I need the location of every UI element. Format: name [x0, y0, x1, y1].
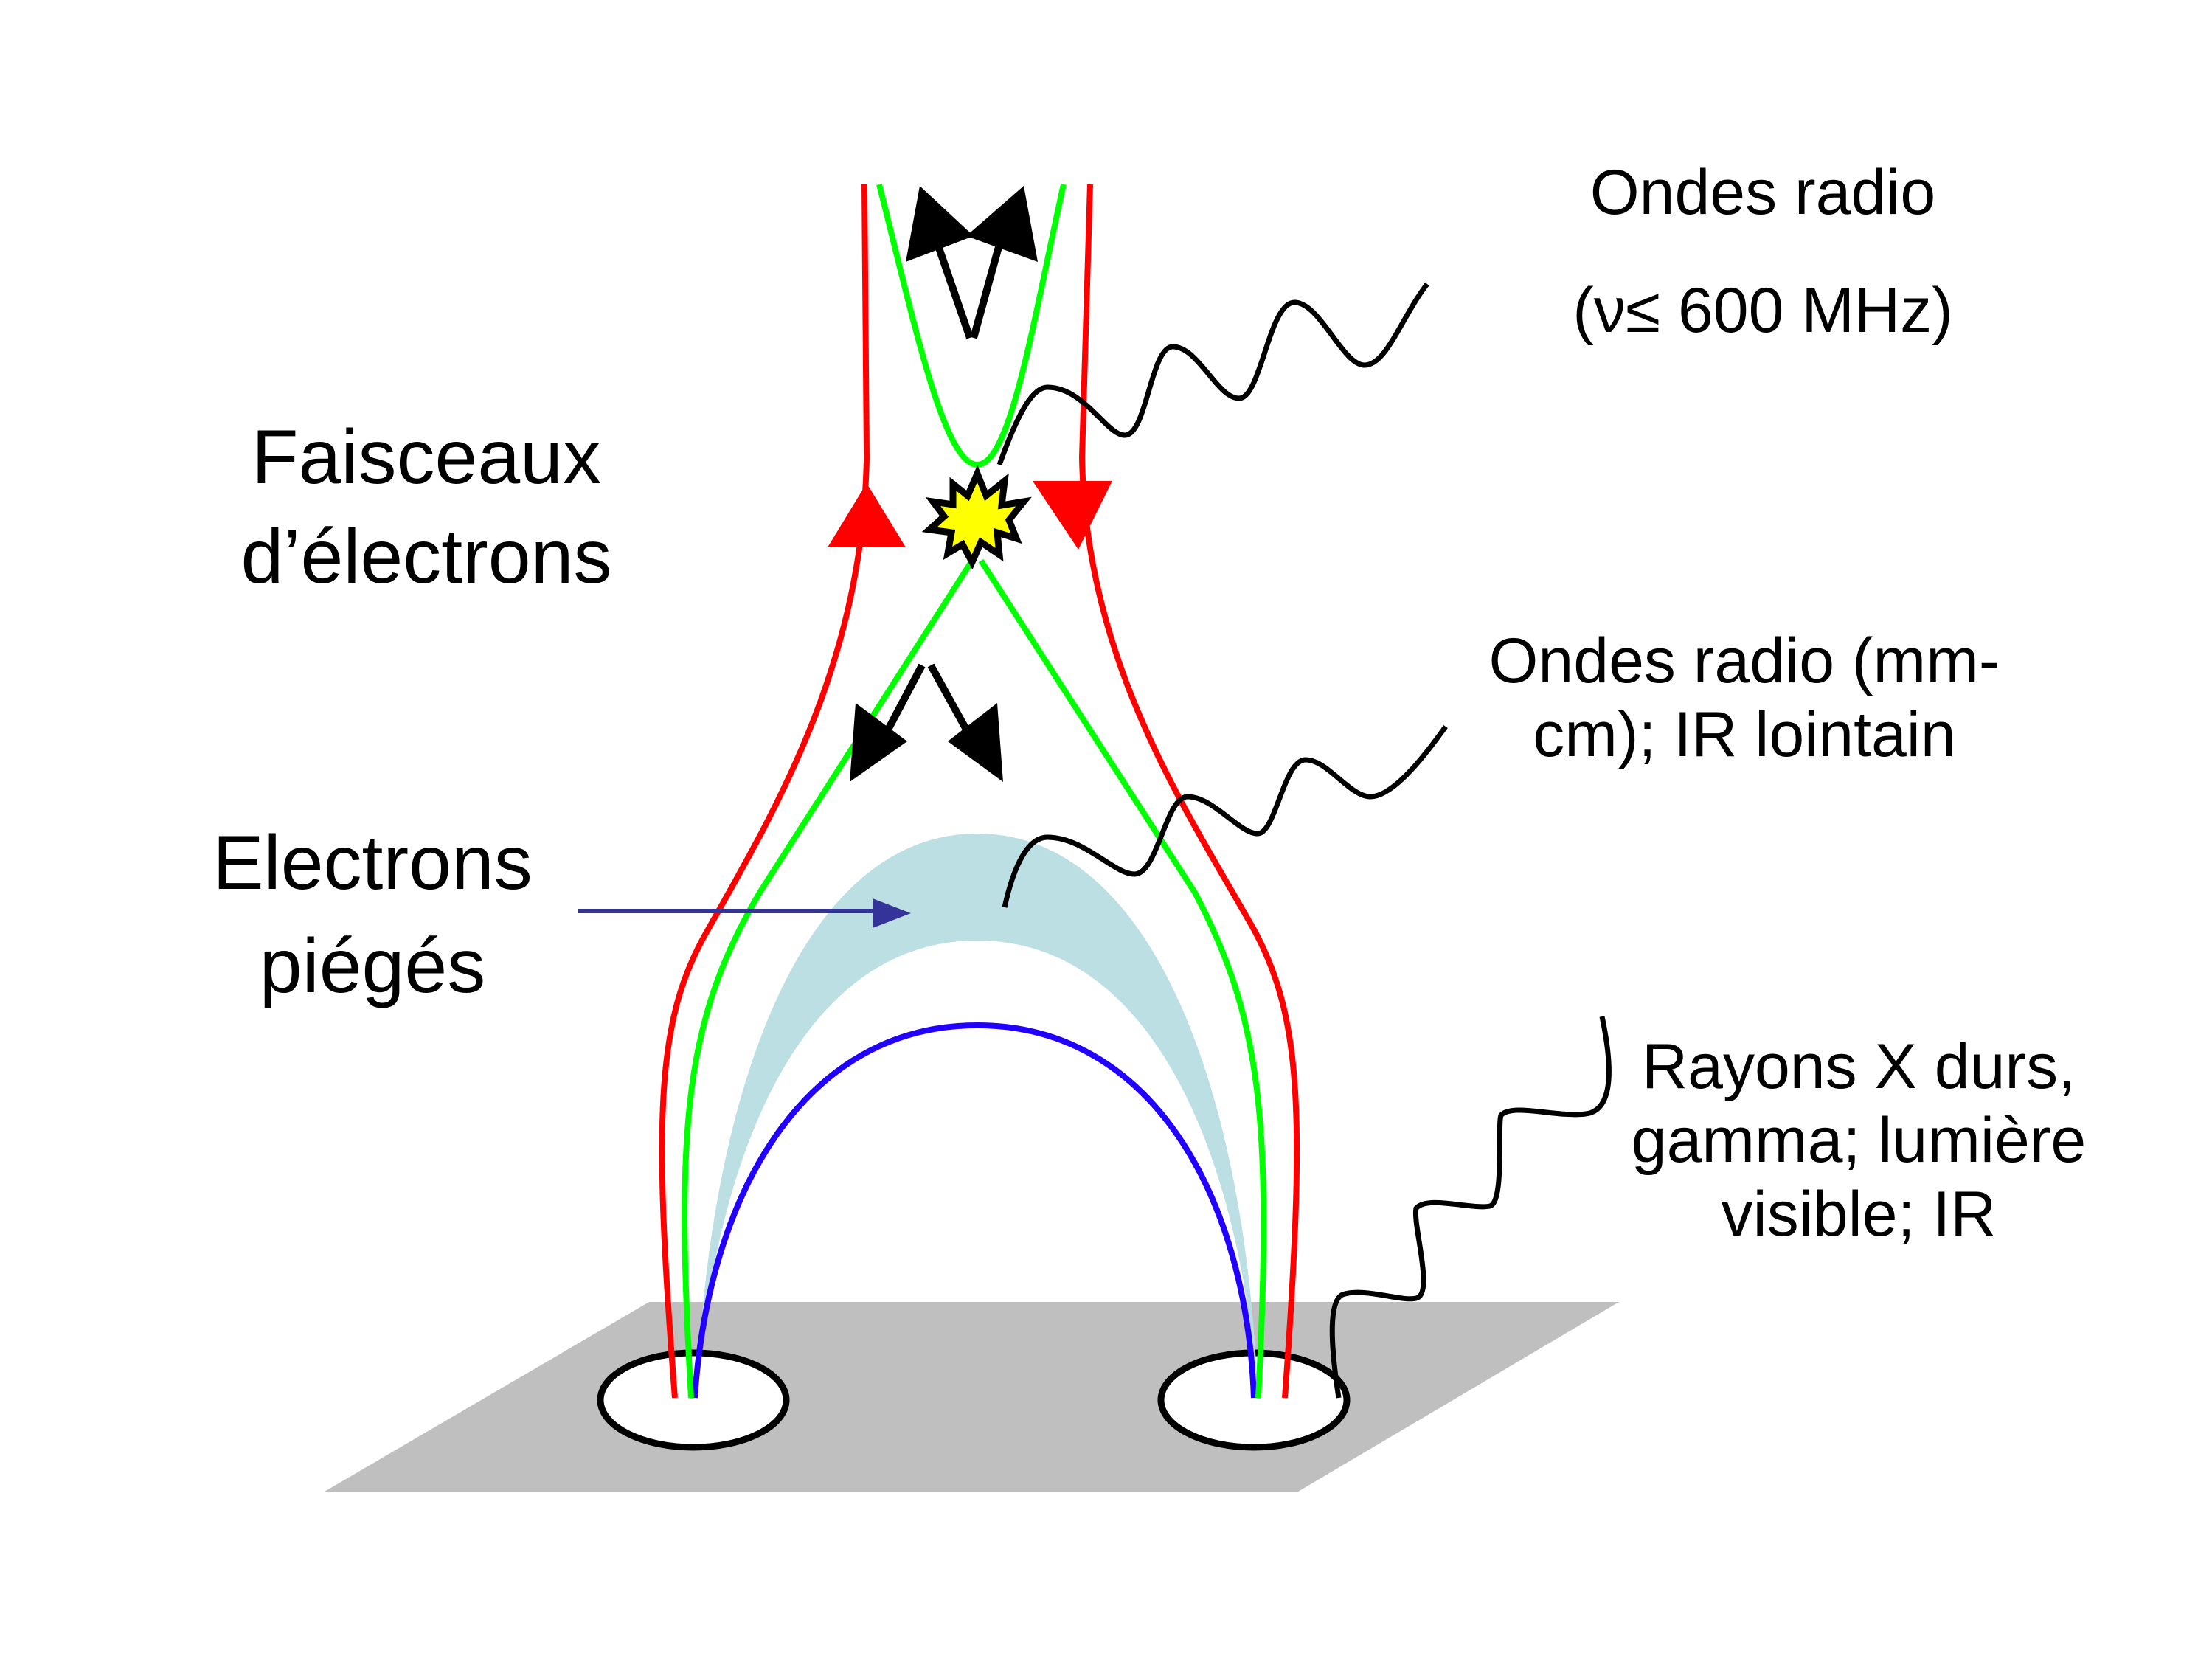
trapped-electrons-pointer-arrow-icon [578, 898, 911, 928]
radio-wave-low-frequency [996, 282, 1429, 466]
downward-particle-arrows-icon [850, 663, 1003, 782]
upward-particle-arrows-icon [906, 186, 1038, 339]
label-radio-mm-line-2: cm); IR lointain [1533, 699, 1956, 770]
left-footpoint [597, 1349, 790, 1451]
label-beams-line-2: d’électrons [241, 514, 612, 600]
photosphere-plane [325, 1302, 1619, 1492]
hard-xray-wave [1329, 1016, 1612, 1399]
label-radio-low-line-2: (ν≤ 600 MHz) [1573, 275, 1953, 346]
label-radio-low-line-1: Ondes radio [1590, 157, 1936, 228]
green-field-line-upper [876, 184, 1067, 468]
trapped-electron-region [697, 834, 1258, 1394]
label-trapped-line-2: piégés [260, 924, 485, 1009]
label-xray-line-2: gamma; lumière [1632, 1105, 2087, 1176]
green-field-line-left-lower [682, 558, 975, 1399]
label-beams-line-1: Faisceaux [252, 415, 601, 500]
red-field-line-left [659, 184, 870, 1399]
closed-magnetic-loop [692, 1022, 1257, 1399]
green-field-line-right-lower [978, 558, 1267, 1399]
upward-beam-arrow-icon [828, 483, 906, 547]
label-radio-mm-line-1: Ondes radio (mm- [1489, 626, 2000, 696]
label-trapped-line-1: Electrons [212, 820, 533, 906]
red-field-line-right [1078, 184, 1300, 1399]
reconnection-site-explosion-star-icon [921, 465, 1032, 570]
label-xray-line-1: Rayons X durs, [1642, 1031, 2076, 1102]
radio-wave-mm-cm [1002, 724, 1448, 908]
downward-beam-arrow-icon [1033, 481, 1112, 550]
label-xray-line-3: visible; IR [1722, 1179, 1997, 1250]
